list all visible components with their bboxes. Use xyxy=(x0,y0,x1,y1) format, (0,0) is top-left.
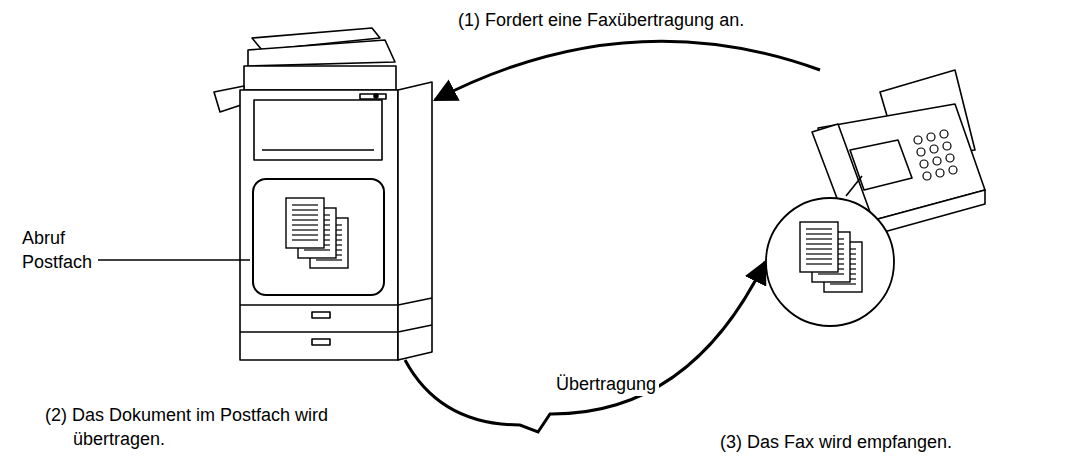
control-panel xyxy=(360,94,386,99)
key xyxy=(943,142,951,150)
drawer-line xyxy=(398,325,432,332)
output-bay xyxy=(254,100,382,160)
keypad xyxy=(914,130,957,180)
key xyxy=(946,154,954,162)
text-line xyxy=(806,263,832,264)
key xyxy=(927,133,935,141)
key xyxy=(920,160,928,168)
text-line xyxy=(292,234,318,235)
drawer-handle xyxy=(312,339,330,345)
text-line xyxy=(292,239,318,240)
text-line xyxy=(292,214,318,215)
flow-arrow xyxy=(405,262,765,432)
copier-drawing xyxy=(214,28,432,360)
callout-line xyxy=(846,176,862,196)
text-line xyxy=(806,233,832,234)
edge-label: (1) Fordert eine Faxübertragung an. xyxy=(455,8,747,32)
document-stacks xyxy=(286,198,862,292)
flow-arrow xyxy=(435,41,820,100)
step-caption: (3) Das Fax wird empfangen. xyxy=(720,430,1050,454)
fax-node: (3) Das Fax wird empfangen. xyxy=(765,70,985,335)
key xyxy=(940,130,948,138)
key xyxy=(917,148,925,156)
text-line xyxy=(292,209,318,210)
key xyxy=(936,169,944,177)
text-line xyxy=(830,283,856,284)
part-label: Abruf Postfach xyxy=(22,226,112,274)
text-line xyxy=(304,249,330,250)
drawer-handle xyxy=(312,312,330,318)
text-line xyxy=(806,253,832,254)
text-line xyxy=(292,229,318,230)
text-line xyxy=(806,238,832,239)
copier-body xyxy=(240,90,398,360)
document-page xyxy=(800,222,838,272)
fax-screen xyxy=(850,140,912,190)
key xyxy=(923,172,931,180)
text-line xyxy=(818,273,844,274)
text-line xyxy=(806,243,832,244)
copier-node: (2) Das Dokument im Postfach wird übertr… xyxy=(235,15,435,360)
drawer-line xyxy=(240,304,398,306)
drawer-line xyxy=(240,331,398,333)
text-line xyxy=(292,204,318,205)
text-line xyxy=(806,248,832,249)
key xyxy=(949,166,957,174)
copier-side xyxy=(398,82,432,360)
text-line xyxy=(316,259,342,260)
key xyxy=(933,157,941,165)
document-feeder xyxy=(248,40,395,66)
document-page xyxy=(286,198,324,248)
received-document-circle xyxy=(766,198,894,326)
status-lamp xyxy=(374,94,378,98)
output-tray-line xyxy=(262,149,374,151)
text-line xyxy=(806,258,832,259)
step-caption: (2) Das Dokument im Postfach wird übertr… xyxy=(45,403,365,451)
key xyxy=(914,136,922,144)
text-line xyxy=(292,219,318,220)
text-line xyxy=(292,224,318,225)
edge-label: Übertragung xyxy=(553,372,659,396)
leader-line xyxy=(98,259,250,261)
text-line xyxy=(806,228,832,229)
key xyxy=(930,145,938,153)
drawer-line xyxy=(398,298,432,305)
scanner-unit xyxy=(244,66,396,90)
mailbox-box: Abruf Postfach xyxy=(252,178,385,296)
